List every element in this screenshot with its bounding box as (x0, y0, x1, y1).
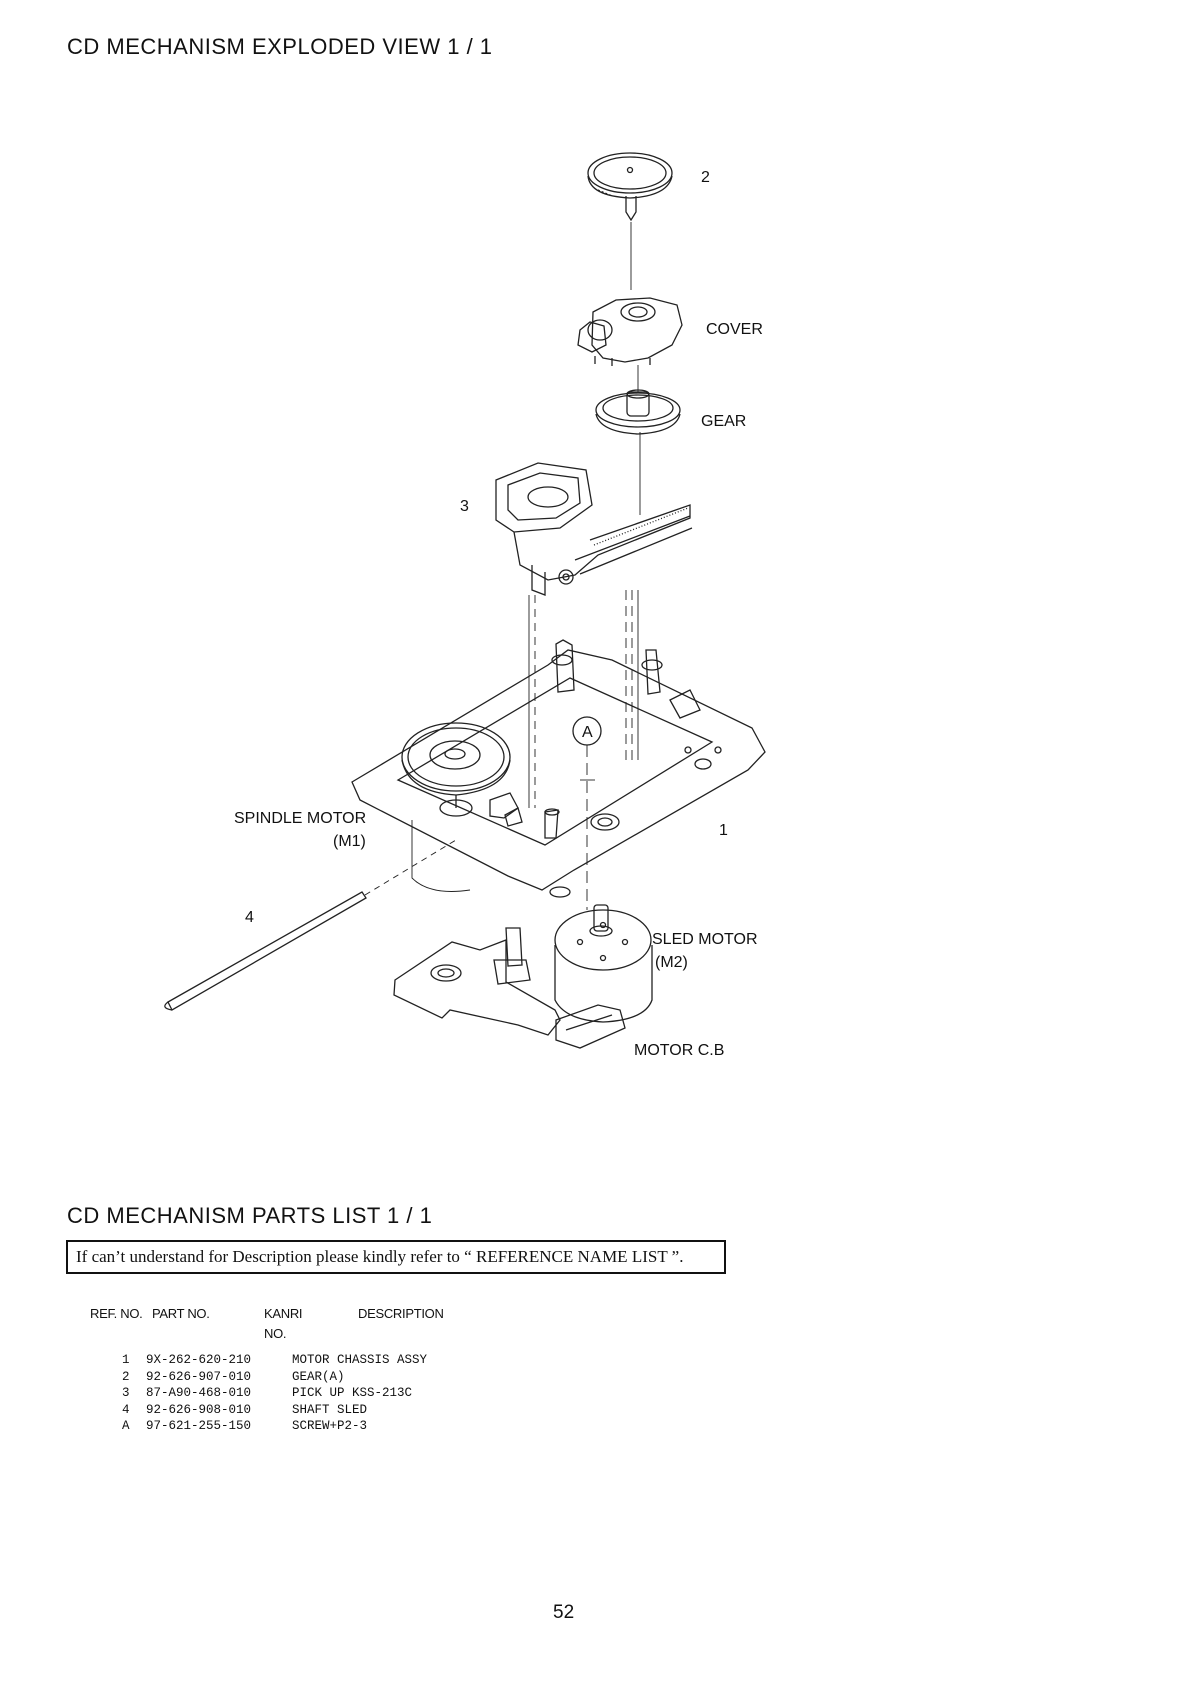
exploded-view-title: CD MECHANISM EXPLODED VIEW 1 / 1 (67, 34, 493, 59)
reference-notice: If can’t understand for Description plea… (66, 1240, 726, 1274)
header-kanri-no: NO. (264, 1326, 287, 1341)
cell-part-no: 87-A90-468-010 (146, 1386, 252, 1401)
cell-description: SHAFT SLED (292, 1402, 368, 1417)
cell-ref: A (122, 1419, 130, 1434)
cell-description: MOTOR CHASSIS ASSY (292, 1353, 428, 1367)
shaft-4-drawing (164, 839, 457, 1011)
label-sled-motor: SLED MOTOR (652, 931, 758, 948)
label-part-1: 1 (719, 822, 728, 839)
label-motor-cb: MOTOR C.B (634, 1042, 724, 1059)
cell-description: PICK UP KSS-213C (292, 1386, 413, 1401)
cell-part-no: 92-626-907-010 (146, 1369, 252, 1384)
chassis-1-drawing (351, 639, 766, 898)
exploded-view-diagram: 2 COVER GEAR 3 A SPINDLE MOTOR (M1) 1 4 … (164, 152, 766, 1059)
label-spindle-motor: SPINDLE MOTOR (234, 810, 366, 827)
label-sled-m2: (M2) (655, 954, 688, 971)
cell-description: SCREW+P2-3 (292, 1419, 368, 1434)
cell-part-no: 9X-262-620-210 (146, 1353, 252, 1367)
label-spindle-m1: (M1) (333, 833, 366, 850)
gear-drawing (595, 365, 681, 435)
cell-part-no: 97-621-255-150 (146, 1419, 252, 1434)
cell-ref: 1 (122, 1353, 130, 1367)
spindle-motor-drawing (401, 722, 523, 892)
header-kanri: KANRI (264, 1306, 303, 1321)
cell-ref: 2 (122, 1369, 130, 1384)
cell-part-no: 92-626-908-010 (146, 1402, 252, 1417)
cell-description: GEAR(A) (292, 1369, 345, 1384)
header-description: DESCRIPTION (358, 1306, 444, 1321)
label-cover: COVER (706, 321, 763, 338)
label-part-3: 3 (460, 498, 469, 515)
header-ref-no: REF. NO. (90, 1306, 143, 1321)
motor-cb-drawing (393, 904, 653, 1049)
label-gear: GEAR (701, 413, 746, 430)
cover-drawing (577, 297, 683, 366)
label-circle-a: A (582, 724, 593, 741)
parts-list-title: CD MECHANISM PARTS LIST 1 / 1 (67, 1203, 433, 1228)
cell-ref: 3 (122, 1386, 130, 1401)
label-part-4: 4 (245, 909, 254, 926)
pickup-3-drawing (495, 462, 693, 596)
cell-ref: 4 (122, 1402, 130, 1417)
page-number: 52 (553, 1602, 575, 1623)
header-part-no: PART NO. (152, 1306, 210, 1321)
gear-2-drawing (587, 152, 673, 222)
label-part-2: 2 (701, 169, 710, 186)
